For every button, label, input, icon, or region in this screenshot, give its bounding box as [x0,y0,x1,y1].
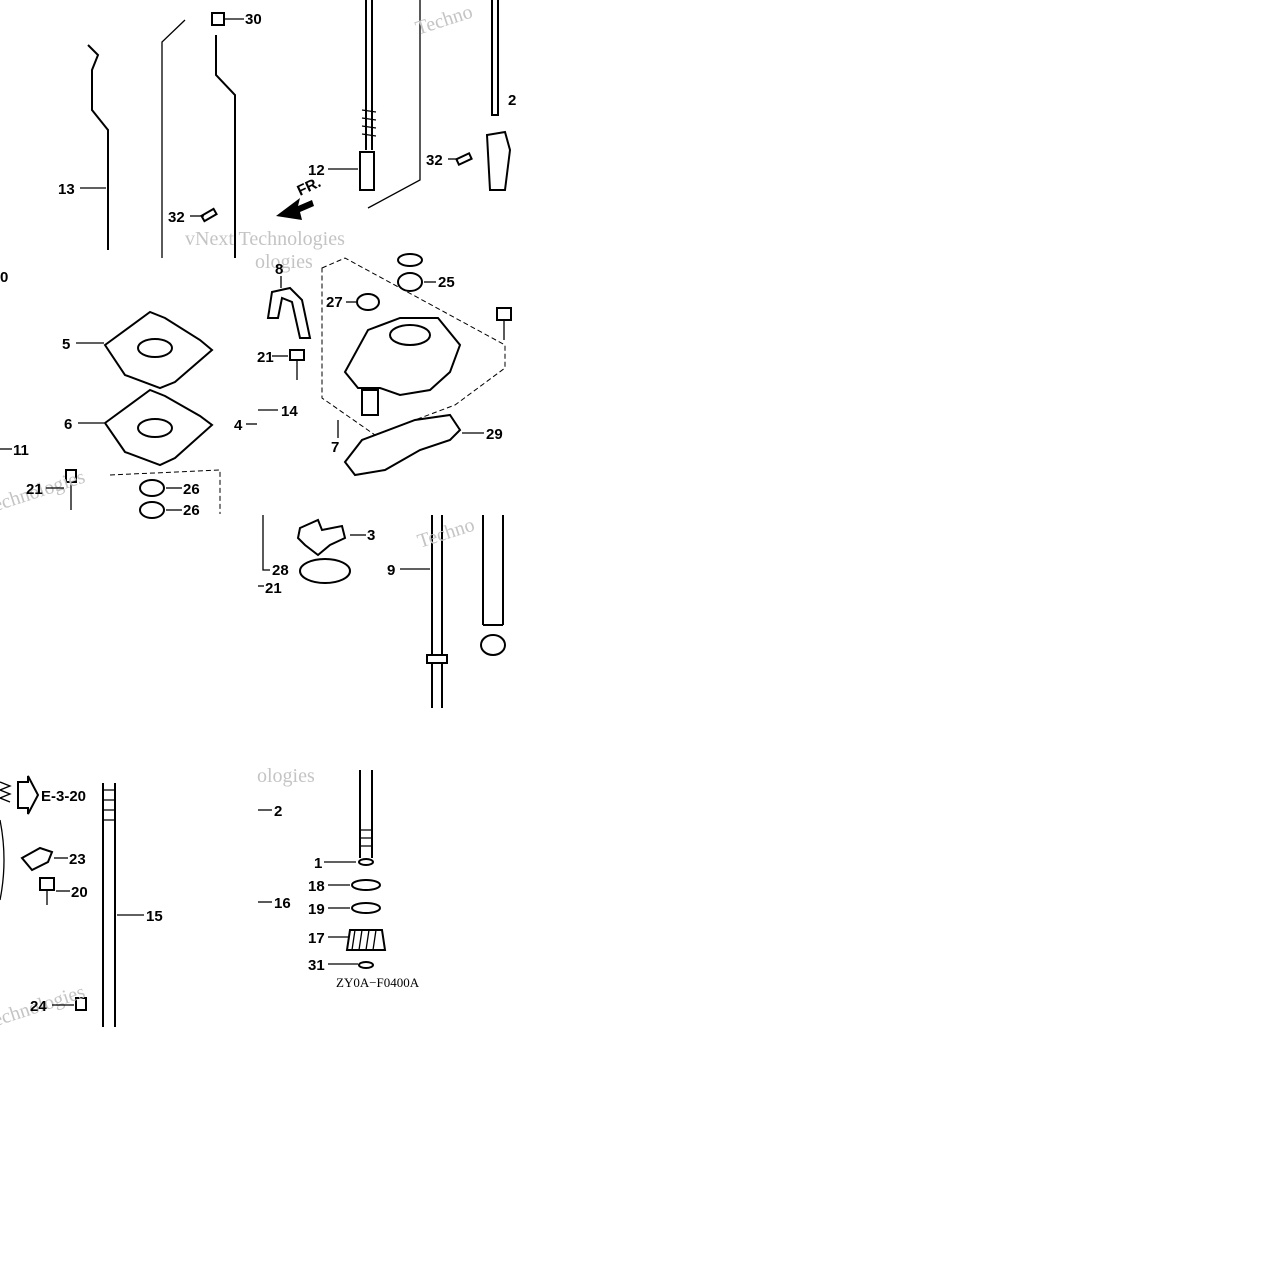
part-label-17: 17 [308,930,325,947]
tile-top-left: vNext Technologies 30 13 32 [58,11,345,258]
shift-arm [485,130,512,191]
watermark-7: ologies [257,765,315,787]
part-label-32: 32 [426,152,443,169]
pump-housing [343,317,462,397]
stud-rod [365,0,373,150]
part-label-21: 21 [265,580,282,597]
part-label-24: 24 [30,998,47,1015]
part-label-20: 20 [71,884,88,901]
bearing-25 [397,272,423,292]
part-label-26: 26 [183,481,200,498]
part-label-7: 7 [331,439,339,456]
part-label-2: 2 [508,92,516,109]
ring-28 [299,558,351,584]
watermark-2: Techno [413,1,476,40]
fr-arrow [276,198,314,220]
tile-middle-left: 0 echnologies 5 6 11 21 26 26 [0,269,221,519]
part-label-19: 19 [308,901,325,918]
drive-tube-9 [431,515,443,708]
part-label-23: 23 [69,851,86,868]
pin-32-a [200,207,218,223]
part-label-16: 16 [274,895,291,912]
ref-callout-arrow [17,775,40,815]
watermark-5: Techno [415,514,478,553]
part-label-25: 25 [438,274,455,291]
pin-32-b [455,151,473,167]
part-label-5: 5 [62,336,70,353]
washer-18 [351,879,381,891]
part-label-21: 21 [26,481,43,498]
bearing-26-a [139,479,165,497]
clip-23 [20,846,54,872]
watermark-1: vNext Technologies [185,228,345,250]
tile-bottom-right: ologies 2 1 18 19 16 17 31 ZY0A−F0400A [257,765,420,990]
part-label-11: 11 [13,442,29,459]
part-label-29: 29 [486,426,503,443]
washer-19 [351,902,381,914]
part-label-6: 6 [64,416,72,433]
part-label-12: 12 [308,162,325,179]
part-label-13: 13 [58,181,75,198]
part-label-21: 21 [257,349,274,366]
circlip-31 [358,961,374,969]
part-label-1: 1 [314,855,322,872]
tile-lower-middle: Techno 3 28 21 9 [258,514,506,708]
tile-top-right: FR. Techno 12 32 2 [276,0,516,220]
part-label-30: 30 [245,11,262,28]
shift-rod-13 [87,44,109,250]
circlip-1 [358,858,374,866]
part-label-26: 26 [183,502,200,519]
impeller-3 [296,518,347,557]
drive-shaft [359,770,373,858]
part-label-8: 8 [275,261,283,278]
part-label-15: 15 [146,908,163,925]
part-label-28: 28 [272,562,289,579]
bearing-27 [356,293,380,311]
part-label-9: 9 [387,562,395,579]
part-label-14: 14 [281,403,298,420]
tile-bottom-left: E-3-20 echnologies 23 20 15 24 [0,775,163,1031]
watermark-4: ologies [255,251,313,273]
part-label-27: 27 [326,294,343,311]
seal-8 [266,286,312,339]
long-rod [215,35,236,258]
nut-30 [211,12,225,26]
watermark-3: echnologies [0,466,88,517]
part-label-18: 18 [308,878,325,895]
gasket-29 [343,413,462,477]
part-label-3: 3 [367,527,375,544]
part-label-31: 31 [308,957,325,974]
part-label-0: 0 [0,269,8,286]
diagram-code: ZY0A−F0400A [336,975,420,990]
part-label-4: 4 [234,417,243,434]
part-label-32: 32 [168,209,185,226]
bearing-26-b [139,501,165,519]
bearing-28 [397,253,423,267]
large-tube [482,515,504,625]
shaft-15 [102,783,116,1027]
tile-middle-right: ologies 8 25 27 21 14 4 7 29 [234,251,512,477]
part-label-2: 2 [274,803,282,820]
ref-callout: E-3-20 [41,788,86,805]
collar-12 [359,151,375,191]
